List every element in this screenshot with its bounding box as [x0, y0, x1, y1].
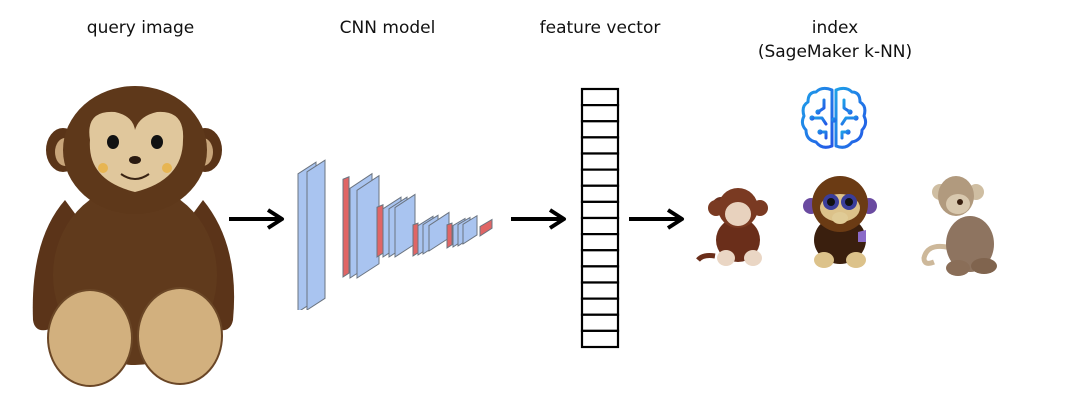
result-image-1: [693, 178, 783, 268]
vector-cell: [580, 329, 620, 349]
vector-cell: [580, 265, 620, 284]
cnn-activation-layer: [412, 222, 419, 257]
vector-cell: [580, 120, 620, 139]
brain-circuit-icon: [798, 84, 870, 154]
arrow-right-icon: [228, 208, 286, 230]
index-label: index: [811, 18, 859, 38]
arrow-right-icon: [510, 208, 568, 230]
cnn-model-diagram: [295, 120, 505, 310]
cnn-model-label: CNN model: [339, 18, 436, 38]
arrow-right-icon: [628, 208, 686, 230]
cnn-activation-layer: [446, 222, 453, 249]
vector-cell: [580, 216, 620, 236]
query-image-label: query image: [86, 18, 195, 38]
result-image-2: [800, 172, 880, 272]
cnn-feature-map: [462, 214, 478, 245]
vector-cell: [580, 168, 620, 187]
vector-cell: [580, 200, 620, 220]
result-image-3: [918, 170, 1018, 278]
feature-vector: [580, 87, 620, 349]
cnn-activation-layer: [479, 218, 493, 237]
cnn-activation-layer: [342, 175, 350, 278]
vector-cell: [580, 313, 620, 332]
cnn-activation-layer: [376, 203, 384, 258]
feature-vector-label: feature vector: [539, 18, 661, 38]
vector-cell: [580, 184, 620, 203]
vector-cell: [580, 297, 620, 316]
index-sublabel: (SageMaker k-NN): [757, 42, 913, 62]
cnn-feature-map: [306, 159, 326, 310]
vector-cell: [580, 87, 620, 107]
vector-cell: [580, 152, 620, 171]
vector-cell: [580, 136, 620, 155]
vector-cell: [580, 104, 620, 123]
vector-cell: [580, 233, 620, 252]
query-image: [5, 80, 235, 400]
cnn-feature-map: [356, 174, 380, 279]
vector-cell: [580, 249, 620, 268]
vector-cell: [580, 281, 620, 300]
